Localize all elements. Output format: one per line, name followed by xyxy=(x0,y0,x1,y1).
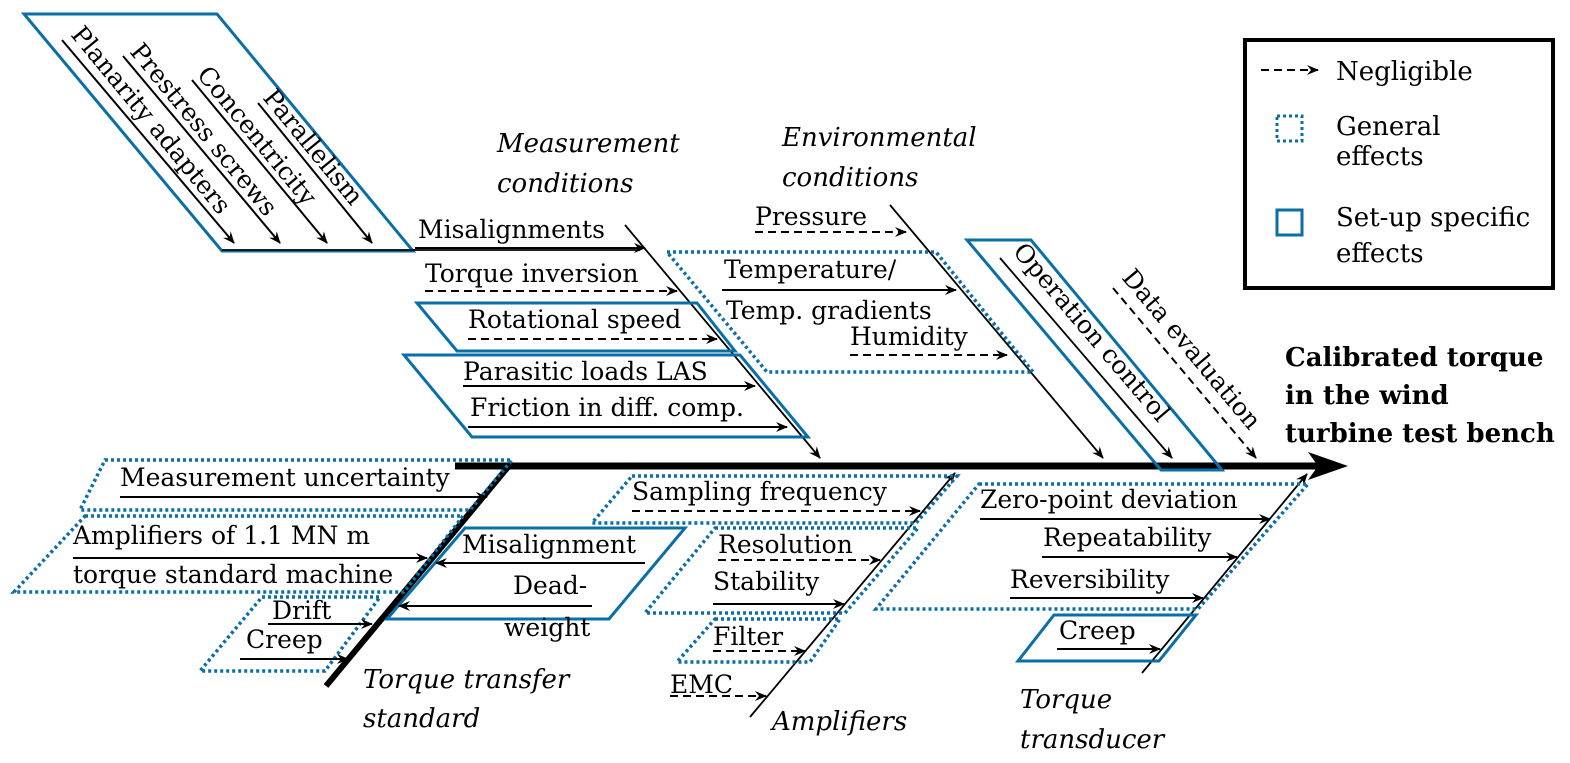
parasitic-friction-setup-box xyxy=(400,353,812,439)
category-environmental-line-2: conditions xyxy=(782,163,918,193)
amplifiers-standard-general-box xyxy=(9,514,467,594)
environmental-bone xyxy=(889,204,1104,459)
cause-arrow xyxy=(257,102,373,244)
cause-reversibility: Reversibility xyxy=(1010,565,1170,594)
rotational-speed-setup-box xyxy=(413,301,739,353)
cause-arrow xyxy=(122,55,281,244)
cause-creep-transducer: Creep xyxy=(1059,616,1136,645)
category-transfer-line-1: Torque transfer xyxy=(363,665,571,695)
category-transfer-line-2: standard xyxy=(363,704,480,734)
cause-zero-point-deviation: Zero-point deviation xyxy=(980,485,1238,514)
operation-control-bone xyxy=(999,257,1173,459)
cause-stability: Stability xyxy=(713,567,820,596)
effect-line-2: in the wind xyxy=(1285,381,1449,411)
category-measurement-line-1: Measurement xyxy=(496,129,680,159)
legend-general-line-2: effects xyxy=(1336,142,1424,172)
cause-filter: Filter xyxy=(713,622,783,651)
operation-control-setup-box xyxy=(963,238,1226,472)
cause-deadweight-line-1: Dead- xyxy=(513,571,587,600)
cause-deadweight-line-2: weight xyxy=(504,613,590,642)
transfer-causes: Measurement uncertainty Amplifiers of 1.… xyxy=(72,463,645,664)
legend-general-line-1: General xyxy=(1336,112,1441,142)
spine-arrowhead-icon xyxy=(1308,452,1348,480)
cause-temperature: Temperature/ xyxy=(724,255,897,284)
cause-misalignments: Misalignments xyxy=(418,215,605,244)
cause-drift: Drift xyxy=(272,596,331,625)
cause-repeatability: Repeatability xyxy=(1043,523,1212,552)
cause-sampling-frequency: Sampling frequency xyxy=(632,477,888,506)
measurement-bone xyxy=(624,224,821,459)
cause-amplifiers-line-2: torque standard machine xyxy=(73,560,393,589)
cause-misalignment: Misalignment xyxy=(462,530,636,559)
cause-arrow xyxy=(61,39,235,244)
effect-line-1: Calibrated torque xyxy=(1285,343,1543,373)
measurement-causes: Misalignments Torque inversion Rotationa… xyxy=(415,215,788,432)
cause-rotational-speed: Rotational speed xyxy=(468,305,681,334)
cause-temp-gradients: Temp. gradients xyxy=(726,296,932,325)
cause-torque-inversion: Torque inversion xyxy=(425,259,639,288)
drift-creep-general-box xyxy=(196,595,384,673)
transducer-bone xyxy=(1141,473,1308,674)
legend-setup-line-1: Set-up specific xyxy=(1336,203,1530,233)
category-transducer-line-2: transducer xyxy=(1020,725,1166,755)
legend-general-icon xyxy=(1275,114,1304,143)
legend-frame xyxy=(1243,38,1555,290)
cause-measurement-uncertainty: Measurement uncertainty xyxy=(120,463,451,492)
adapters-causes: Parallelism Concentricity Prestress scre… xyxy=(61,20,373,244)
cause-resolution: Resolution xyxy=(718,530,853,559)
environmental-causes: Pressure Temperature/ Temp. gradients Hu… xyxy=(722,202,1008,360)
uncertainty-general-box xyxy=(77,458,516,512)
data-evaluation-bone xyxy=(1112,287,1257,459)
sampling-general-box xyxy=(588,474,961,525)
category-transducer-line-1: Torque xyxy=(1020,685,1112,715)
category-amplifiers: Amplifiers xyxy=(770,707,907,737)
cause-humidity: Humidity xyxy=(850,322,969,351)
cause-creep-standard: Creep xyxy=(246,625,323,654)
cause-arrow xyxy=(191,79,328,244)
cause-emc: EMC xyxy=(670,670,733,699)
legend: Negligible General effects Set-up specif… xyxy=(1243,38,1555,290)
legend-setup-line-2: effects xyxy=(1336,239,1424,269)
amplifier-causes: Sampling frequency Resolution Stability … xyxy=(632,477,921,701)
transducer-causes: Zero-point deviation Repeatability Rever… xyxy=(980,485,1271,654)
cause-parasitic-loads: Parasitic loads LAS xyxy=(463,357,708,386)
cause-friction: Friction in diff. comp. xyxy=(470,393,744,422)
transducer-general-box xyxy=(872,482,1312,611)
cause-amplifiers-line-1: Amplifiers of 1.1 MN m xyxy=(72,521,370,550)
cause-pressure: Pressure xyxy=(755,202,867,231)
category-measurement-line-2: conditions xyxy=(497,169,633,199)
legend-setup-icon xyxy=(1275,208,1304,237)
effect-line-3: turbine test bench xyxy=(1285,419,1555,449)
legend-negligible-label: Negligible xyxy=(1336,57,1473,87)
category-environmental-line-1: Environmental xyxy=(781,123,977,153)
transducer-creep-setup-box xyxy=(1014,613,1200,663)
adapters-setup-box xyxy=(20,12,417,253)
misalignment-deadweight-setup-box xyxy=(383,526,689,621)
